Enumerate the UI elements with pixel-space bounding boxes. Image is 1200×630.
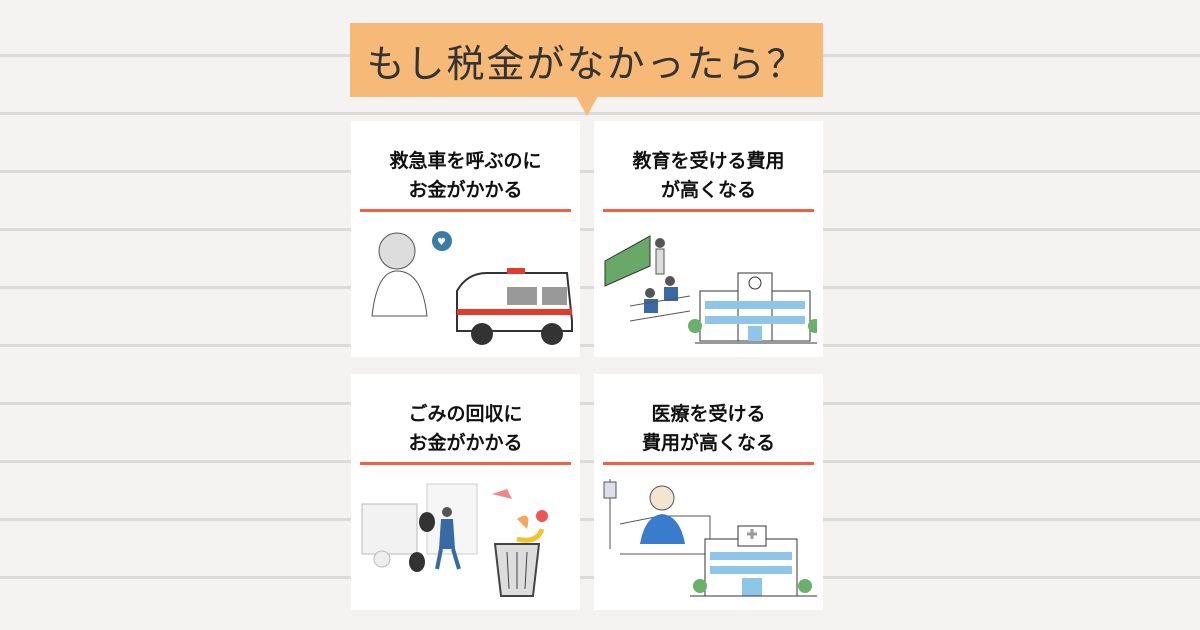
page-title: もし税金がなかったら？ <box>350 23 823 97</box>
caption-line: ごみの回収に <box>408 403 523 425</box>
caption-line: 費用が高くなる <box>641 432 775 454</box>
school-icon <box>604 235 817 344</box>
caption-line: お金がかかる <box>408 432 523 454</box>
caption-line: 教育を受ける費用 <box>632 150 785 172</box>
card-caption: 教育を受ける費用が高くなる <box>594 147 823 205</box>
hospital-icon <box>603 479 817 597</box>
ambulance-icon: ♥ <box>371 231 573 345</box>
card-medical: 医療を受ける費用が高くなる <box>594 374 823 610</box>
underline <box>360 462 571 465</box>
caption-line: 救急車を呼ぶのに <box>389 150 542 172</box>
card-education: 教育を受ける費用が高くなる <box>594 121 823 357</box>
card-ambulance: 救急車を呼ぶのにお金がかかる ♥ <box>351 121 580 357</box>
svg-text:♥: ♥ <box>437 237 446 248</box>
card-caption: ごみの回収にお金がかかる <box>351 400 580 458</box>
underline <box>603 209 814 212</box>
caption-line: が高くなる <box>660 179 756 201</box>
underline <box>603 462 814 465</box>
card-caption: 救急車を呼ぶのにお金がかかる <box>351 147 580 205</box>
garbage-icon <box>361 483 548 597</box>
card-caption: 医療を受ける費用が高くなる <box>594 400 823 458</box>
speech-pointer <box>576 96 598 116</box>
card-garbage: ごみの回収にお金がかかる <box>351 374 580 610</box>
caption-line: 医療を受ける <box>651 403 766 425</box>
caption-line: お金がかかる <box>408 179 523 201</box>
underline <box>360 209 571 212</box>
